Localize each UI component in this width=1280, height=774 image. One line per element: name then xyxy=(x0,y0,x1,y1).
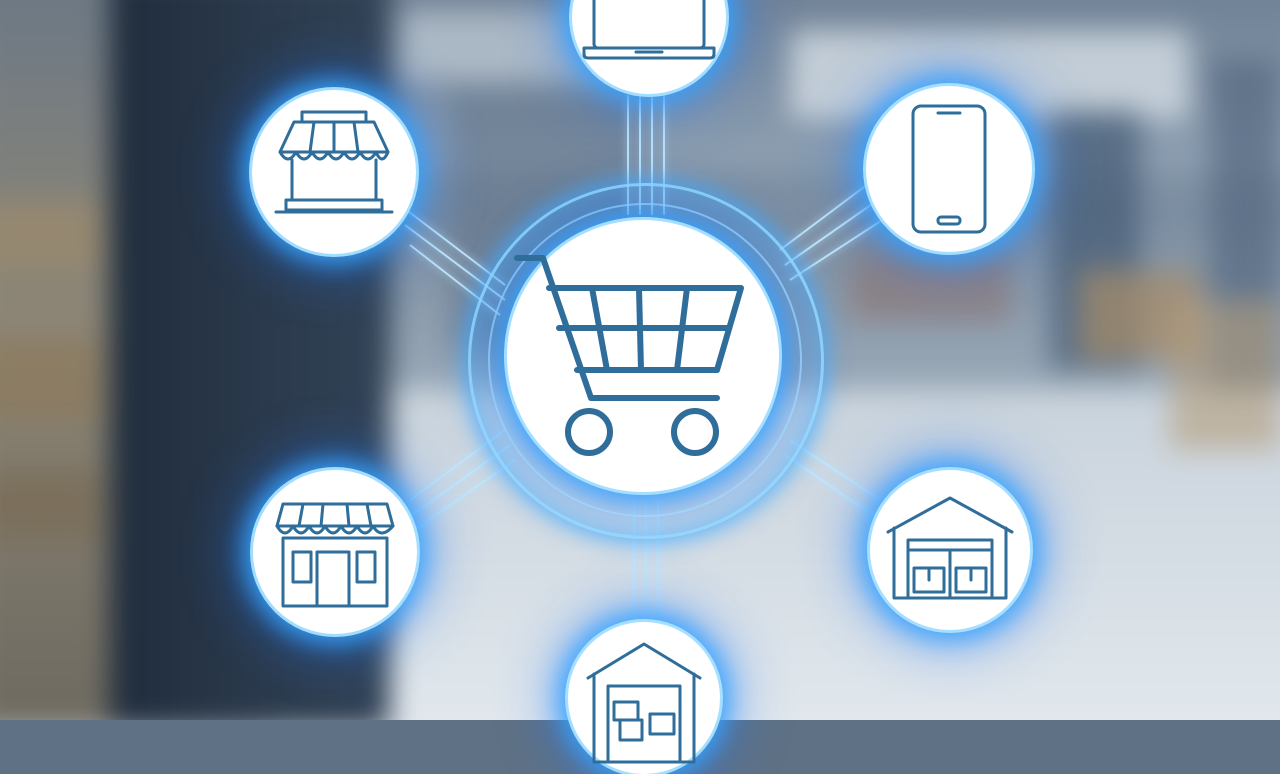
laptop-icon xyxy=(582,0,716,60)
warehouse-boxes-icon xyxy=(586,642,702,764)
warehouse-node xyxy=(870,470,1030,630)
hub-glow-ring xyxy=(468,183,824,539)
smartphone-node xyxy=(866,86,1032,252)
hub-inner-ring xyxy=(488,203,802,517)
shopping-cart-hub xyxy=(507,220,779,492)
market-stall-icon xyxy=(274,110,394,214)
shopping-cart-icon xyxy=(514,255,744,456)
laptop-node xyxy=(572,0,726,94)
storefront-node xyxy=(253,470,417,634)
smartphone-icon xyxy=(911,104,987,234)
market-stall-node xyxy=(252,90,416,254)
warehouse-boxes-node xyxy=(568,622,720,774)
warehouse-icon xyxy=(886,496,1014,600)
storefront-icon xyxy=(275,502,395,608)
